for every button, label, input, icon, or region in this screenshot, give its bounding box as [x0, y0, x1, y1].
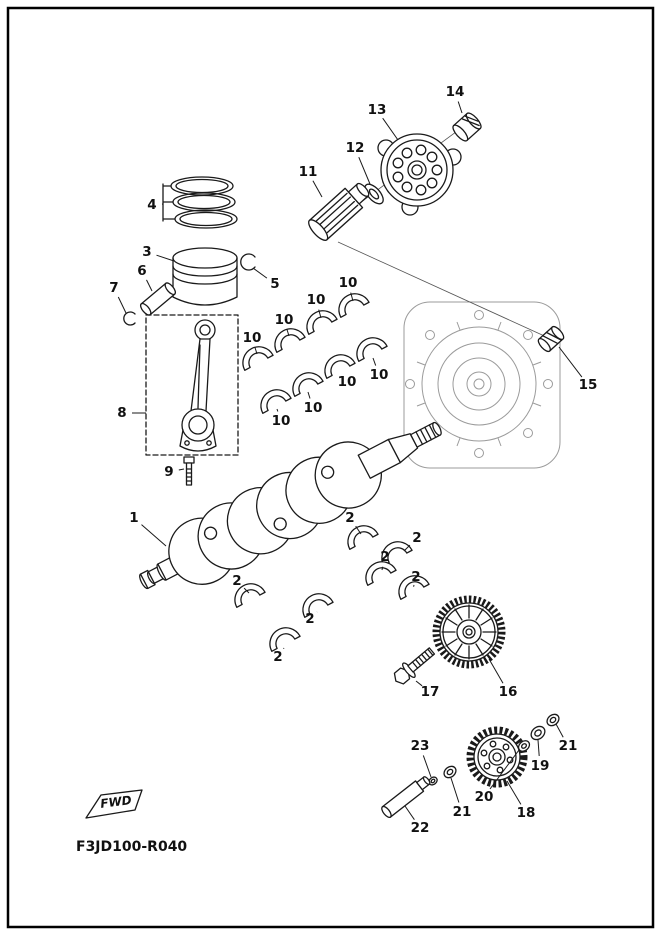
callout-21: 21 [559, 738, 578, 754]
leader-line [146, 279, 153, 292]
callout-2: 2 [273, 649, 282, 665]
callout-10: 10 [272, 413, 291, 429]
plug-14 [452, 112, 482, 142]
callout-17: 17 [421, 684, 440, 700]
leader-line [558, 346, 583, 378]
fwd-indicator: FWD [85, 789, 143, 819]
drive-plate-13 [377, 133, 462, 216]
connecting-rod-bolt [183, 456, 195, 486]
leader-line [457, 101, 463, 114]
leader-line [318, 309, 322, 319]
leader-line [488, 658, 504, 684]
leader-line [156, 254, 175, 262]
callout-10: 10 [307, 292, 326, 308]
leader-line [422, 755, 432, 778]
crankshaft [139, 421, 442, 590]
callout-21: 21 [453, 804, 472, 820]
leader-line [403, 544, 411, 552]
callout-2: 2 [411, 569, 420, 585]
leader-line [117, 296, 127, 314]
leader-line [358, 157, 371, 185]
callout-23: 23 [411, 738, 430, 754]
callout-2: 2 [380, 549, 389, 565]
callout-11: 11 [299, 164, 318, 180]
part-code: F3JD100-R040 [76, 839, 187, 855]
washer-19 [530, 725, 546, 741]
piston-pin-clip-left [123, 311, 136, 326]
leader-line [381, 566, 384, 571]
drive-coupling-11 [308, 182, 370, 241]
leader-line [283, 647, 285, 649]
callout-10: 10 [304, 400, 323, 416]
callout-13: 13 [368, 102, 387, 118]
leader-line [350, 292, 354, 302]
leader-line [252, 267, 268, 279]
callout-7: 7 [109, 280, 118, 296]
crankcase-axis-line [337, 241, 552, 340]
piston [172, 247, 238, 306]
assembly-group-box [145, 314, 239, 456]
leader-line [286, 329, 290, 337]
callout-10: 10 [370, 367, 389, 383]
piston-rings [162, 176, 238, 229]
leader-line [382, 117, 399, 141]
washer-21-right [546, 713, 560, 727]
callout-14: 14 [446, 84, 465, 100]
leader-line [555, 723, 564, 738]
callout-22: 22 [411, 820, 430, 836]
idler-gear-18 [466, 726, 528, 788]
callout-6: 6 [137, 263, 146, 279]
washer-20 [517, 740, 531, 752]
piston-pin-clip-right [240, 253, 256, 271]
callout-18: 18 [517, 805, 536, 821]
callout-9: 9 [164, 464, 173, 480]
callout-10: 10 [275, 312, 294, 328]
callout-3: 3 [142, 244, 151, 260]
ring-bracket [162, 183, 176, 222]
bolt-17 [393, 647, 436, 685]
leader-line [243, 587, 250, 594]
callout-4: 4 [147, 197, 156, 213]
leader-line [415, 680, 423, 687]
callout-2: 2 [412, 530, 421, 546]
idler-shaft-22 [381, 776, 431, 819]
leader-line [489, 749, 520, 790]
callout-20: 20 [475, 789, 494, 805]
callout-2: 2 [232, 573, 241, 589]
callout-1: 1 [129, 510, 138, 526]
washer-12 [364, 183, 384, 205]
leader-line [450, 777, 460, 803]
leader-line [141, 524, 167, 547]
callout-12: 12 [346, 140, 365, 156]
callout-10: 10 [243, 330, 262, 346]
callout-2: 2 [305, 611, 314, 627]
leader-line [312, 180, 323, 198]
piston-pin [139, 282, 177, 316]
leader-line [178, 468, 185, 471]
callout-16: 16 [499, 684, 518, 700]
leader-line [404, 805, 415, 820]
callout-10: 10 [338, 374, 357, 390]
leader-line [355, 525, 362, 535]
callout-10: 10 [339, 275, 358, 291]
callout-8: 8 [117, 405, 126, 421]
fwd-label: FWD [100, 793, 133, 811]
leader-line [307, 391, 311, 399]
callout-5: 5 [270, 276, 279, 292]
leader-line [372, 357, 377, 366]
connecting-rod-assembly [145, 314, 239, 456]
leader-line [276, 408, 279, 412]
leader-line [254, 347, 258, 355]
crankcase-housing [403, 301, 561, 469]
callout-2: 2 [345, 510, 354, 526]
damper-gear-16 [432, 595, 506, 669]
washer-21-left [443, 765, 457, 779]
leader-line [506, 780, 522, 805]
leader-line [537, 739, 540, 757]
plug-15 [537, 325, 565, 353]
callout-15: 15 [579, 377, 598, 393]
callout-19: 19 [531, 758, 550, 774]
